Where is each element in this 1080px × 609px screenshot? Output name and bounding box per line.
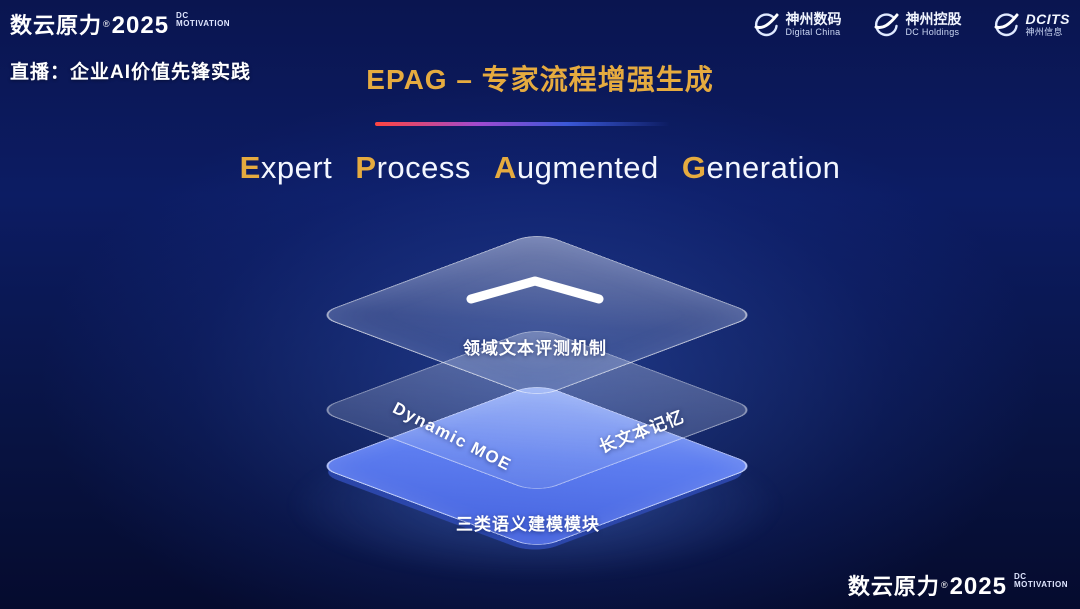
top-layer-plane xyxy=(314,231,760,399)
digital-china-swoosh-icon xyxy=(754,13,778,37)
subtitle-initial: G xyxy=(681,150,707,185)
live-stream-label: 直播：企业AI价值先锋实践 xyxy=(10,62,252,83)
brand-year: 2025 xyxy=(111,12,170,39)
registered-mark: ® xyxy=(103,18,110,29)
logo-cn-name: 神州数码 xyxy=(785,10,842,27)
subtitle-rest: xpert xyxy=(260,150,333,185)
subtitle-initial: A xyxy=(494,150,517,185)
subtitle-word: Expert xyxy=(240,150,333,185)
dc-holdings-swoosh-icon xyxy=(874,13,898,37)
logo-cn-name: 神州控股 xyxy=(905,10,962,27)
brand-name: 数云原力®2025 xyxy=(848,569,1007,601)
brand-dc: DC xyxy=(176,11,189,20)
brand-motivation: MOTIVATION xyxy=(1013,580,1068,589)
logo-en-name: Digital China xyxy=(785,26,841,37)
subtitle-rest: rocess xyxy=(376,150,471,185)
subtitle-word: Generation xyxy=(682,150,840,185)
subtitle-english: Expert Process Augmented Generation xyxy=(0,150,1080,186)
brand-name-cn: 数云原力 xyxy=(10,13,103,38)
brand-subtext: DC MOTIVATION xyxy=(1014,569,1068,589)
subtitle-word: Augmented xyxy=(494,150,659,185)
logo-dcits: DCITS 神州信息 xyxy=(992,12,1071,39)
logo-digital-china: 神州数码 Digital China xyxy=(752,12,842,39)
brand-subtext: DC MOTIVATION xyxy=(176,8,230,28)
logo-en-name: DC Holdings xyxy=(905,26,960,37)
subtitle-rest: eneration xyxy=(706,150,841,185)
logo-dc-holdings: 神州控股 DC Holdings xyxy=(872,12,962,39)
gradient-divider xyxy=(375,122,670,126)
corporate-logos: 神州数码 Digital China 神州控股 DC Holdings DCIT… xyxy=(752,12,1071,39)
brand-year: 2025 xyxy=(949,573,1007,600)
brand-name-cn: 数云原力 xyxy=(847,574,940,599)
chevron-up-icon xyxy=(466,276,604,304)
logo-en-name: DCITS xyxy=(1025,10,1070,27)
top-layer-label: 领域文本评测机制 xyxy=(463,339,607,358)
brand-motivation: MOTIVATION xyxy=(176,19,231,28)
bottom-layer-label: 三类语义建模模块 xyxy=(456,515,600,534)
logo-text: 神州数码 Digital China xyxy=(785,10,842,39)
subtitle-initial: E xyxy=(239,150,261,185)
brand-dc: DC xyxy=(1013,572,1027,581)
brand-name: 数云原力®2025 xyxy=(10,8,169,40)
logo-text: DCITS 神州信息 xyxy=(1025,10,1071,39)
brand-logo-bottom-right: 数云原力®2025 DC MOTIVATION xyxy=(848,569,1068,601)
dcits-swoosh-icon xyxy=(994,13,1018,37)
subtitle-initial: P xyxy=(355,150,377,185)
subtitle-rest: ugmented xyxy=(516,150,659,185)
slide-title: EPAG – 专家流程增强生成 xyxy=(366,64,714,95)
logo-text: 神州控股 DC Holdings xyxy=(905,10,962,39)
registered-mark: ® xyxy=(940,579,948,590)
subtitle-word: Process xyxy=(355,150,471,185)
brand-logo-top-left: 数云原力®2025 DC MOTIVATION xyxy=(10,8,230,40)
logo-cn-name: 神州信息 xyxy=(1025,26,1063,37)
